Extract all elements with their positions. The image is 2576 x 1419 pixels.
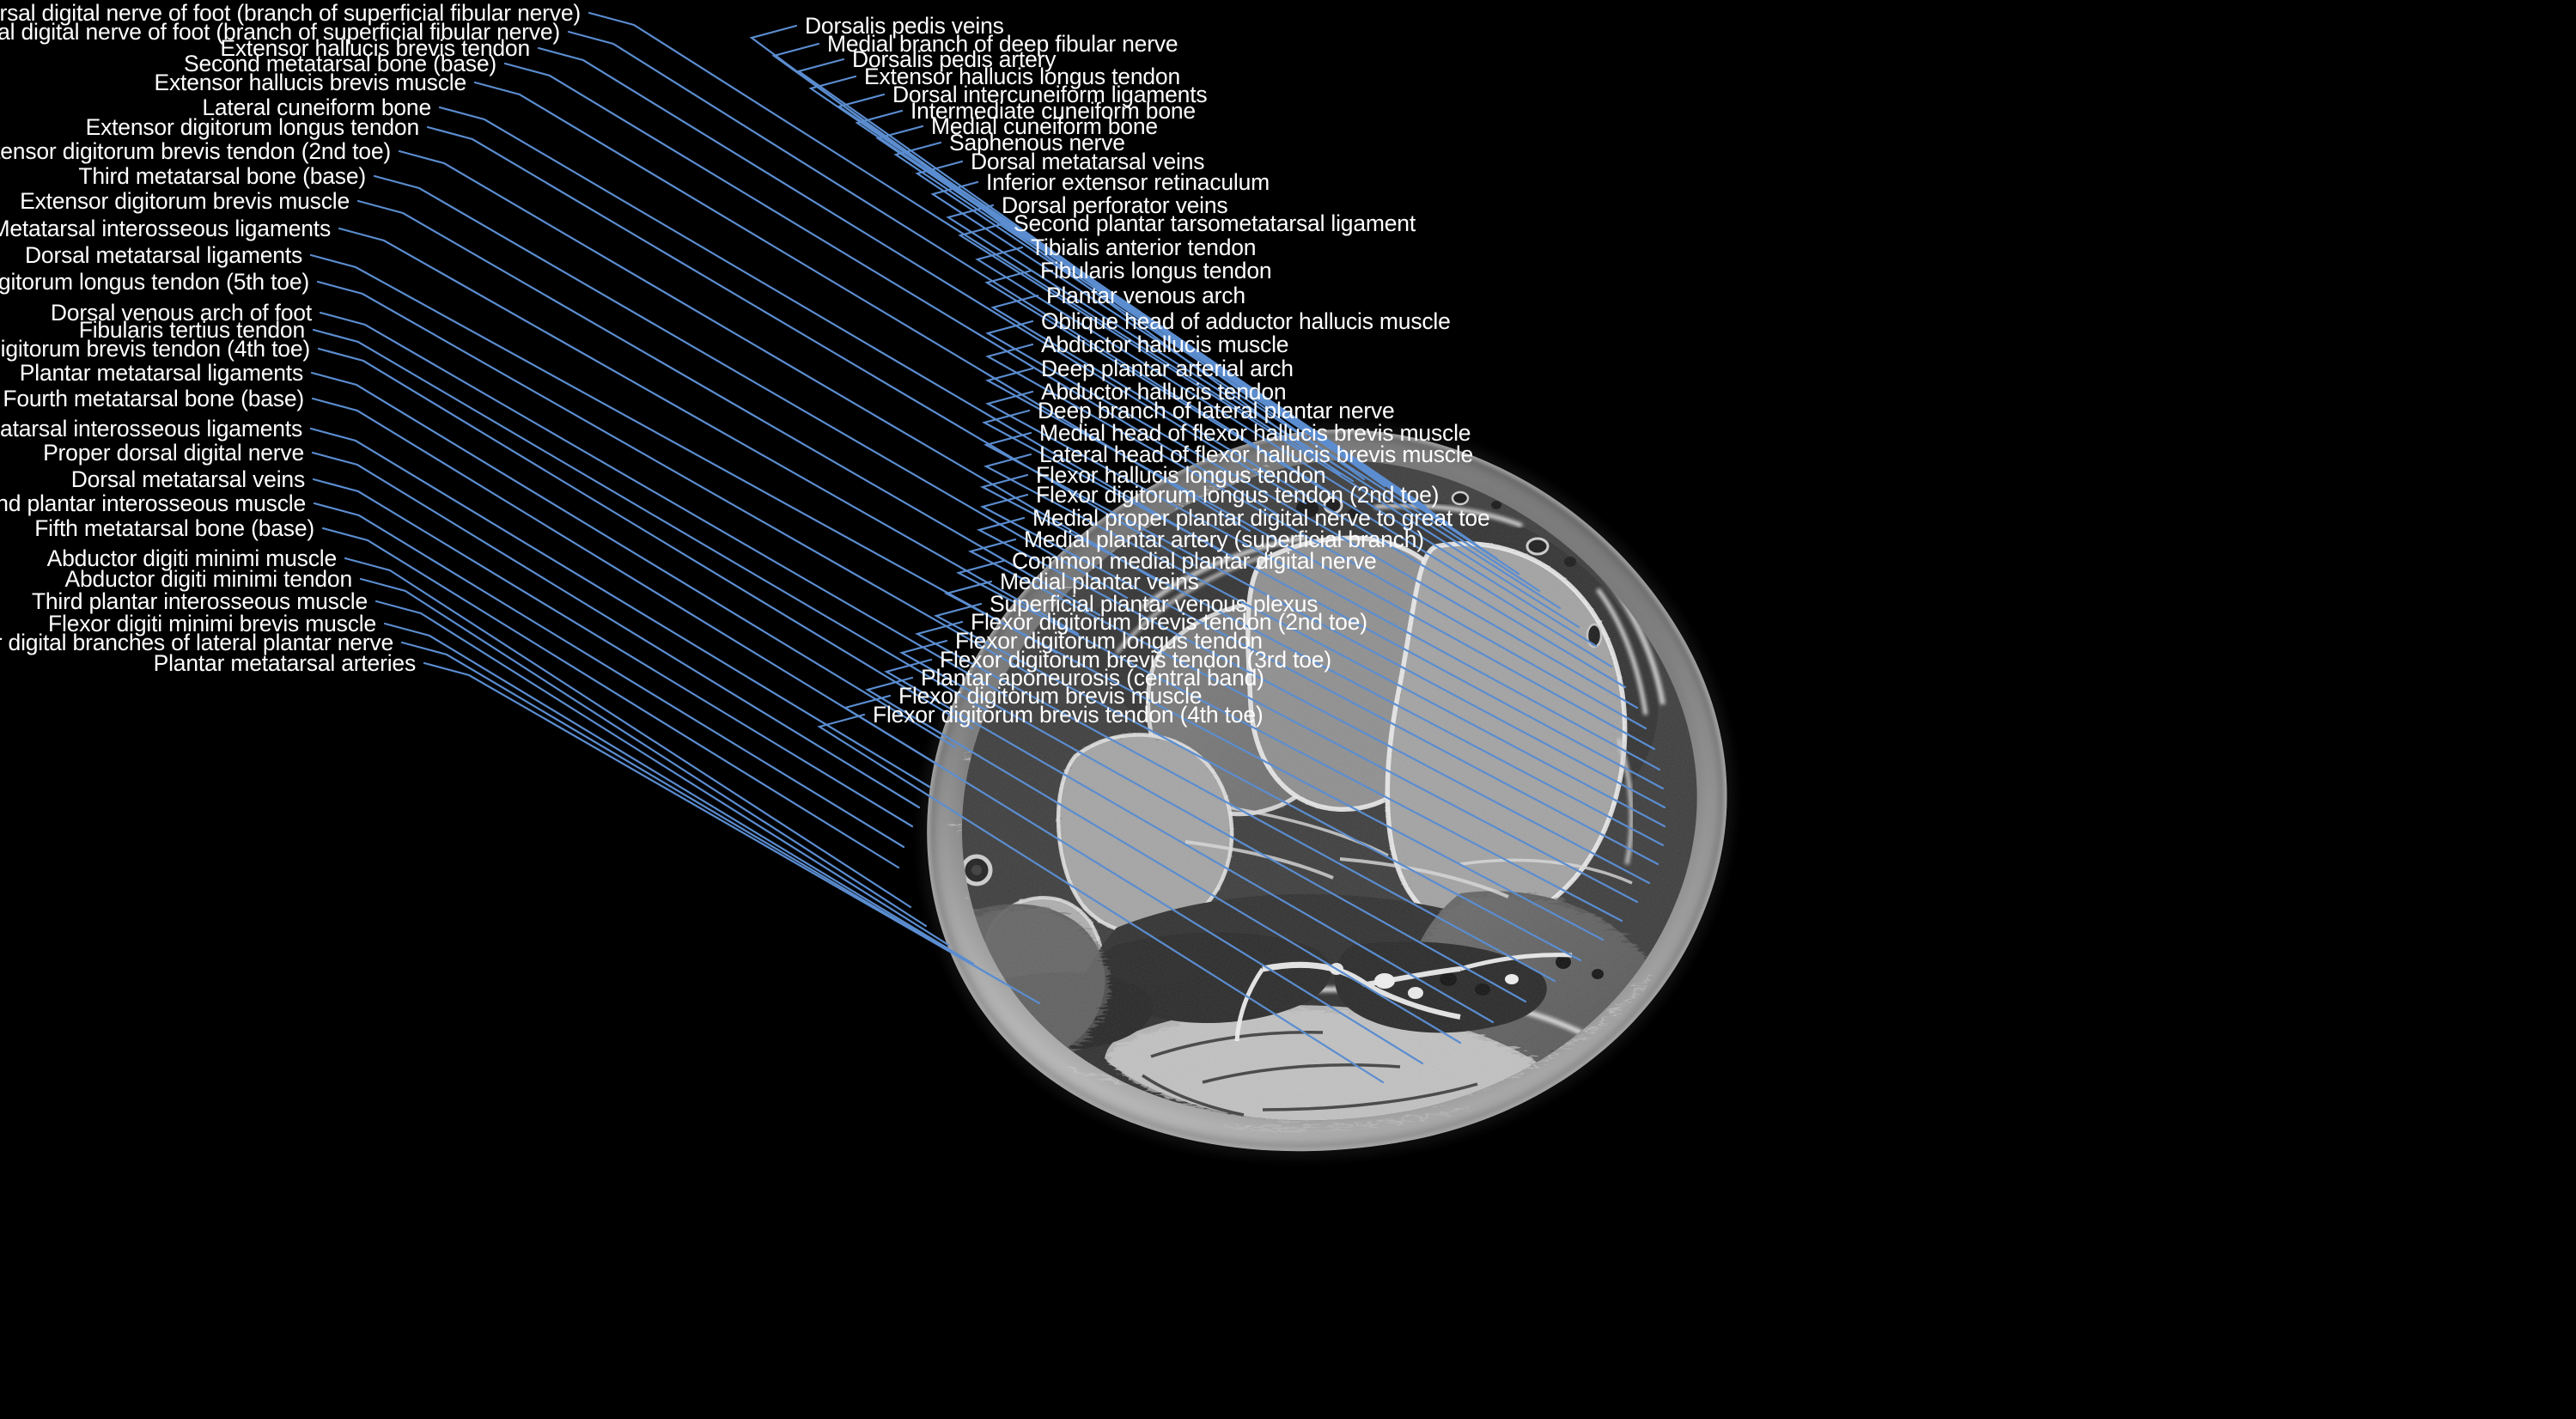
anatomy-label: Dorsal perforator veins (1002, 192, 1228, 218)
anatomy-label: Second plantar interosseous muscle (0, 490, 306, 516)
anatomy-label: Flexor digitorum brevis tendon (3rd toe) (940, 646, 1331, 673)
anatomy-label: Flexor digiti minimi brevis muscle (48, 610, 376, 636)
anatomy-label: Inferior extensor retinaculum (986, 168, 1270, 195)
anatomy-label: Saphenous nerve (949, 129, 1125, 155)
leader-line (311, 451, 921, 809)
anatomy-label: Plantar venous arch (1046, 282, 1245, 308)
anatomy-label: Tibialis anterior tendon (1031, 234, 1257, 260)
anatomy-label: Metatarsal interosseous ligaments (0, 215, 331, 241)
anatomy-label: Extensor digitorum brevis muscle (20, 187, 350, 214)
anatomy-label: Metatarsal interosseous ligaments (0, 415, 302, 442)
anatomy-label: Dorsal digital nerve of foot (branch of … (0, 0, 581, 26)
anatomy-label: Extensor digitorum brevis tendon (4th to… (0, 335, 310, 362)
anatomy-label: Flexor digitorum longus tendon (2nd toe) (1036, 481, 1440, 508)
anatomy-label: Second metatarsal bone (base) (184, 50, 496, 76)
anatomy-label: Abductor hallucis tendon (1041, 378, 1287, 405)
anatomy-label: Dorsal digital nerve of foot (branch of … (0, 18, 560, 45)
anatomy-label: Fibularis longus tendon (1040, 257, 1272, 283)
anatomy-label: Deep plantar arterial arch (1041, 355, 1294, 381)
anatomy-label: Second plantar tarsometatarsal ligament (1014, 210, 1416, 236)
anatomy-label: Abductor hallucis muscle (1041, 331, 1289, 357)
anatomy-label: Oblique head of adductor hallucis muscle (1041, 308, 1451, 334)
anatomy-label: Flexor digitorum brevis tendon (2nd toe) (971, 608, 1367, 635)
anatomy-label: Dorsal venous arch of foot (50, 299, 312, 326)
anatomy-label: Flexor hallucis longus tendon (1036, 461, 1326, 488)
anatomy-label: Dorsalis pedis artery (852, 46, 1057, 72)
anatomy-label: Flexor digitorum brevis tendon (4th toe) (873, 701, 1264, 728)
anatomy-label: Fibularis tertius tendon (78, 316, 305, 343)
anatomy-label: Medial proper plantar digital nerve to g… (1032, 504, 1490, 531)
anatomy-label: Abductor digiti minimi tendon (64, 565, 353, 592)
anatomy-label: Third plantar interosseous muscle (31, 588, 368, 614)
anatomy-label: Extensor digitorum longus tendon (85, 113, 420, 140)
anatomy-label: Deep branch of lateral plantar nerve (1038, 397, 1395, 423)
anatomy-label: Proper dorsal digital nerve (43, 439, 304, 466)
leader-line (311, 397, 942, 768)
anatomy-label: Dorsal intercuneiform ligaments (892, 81, 1208, 107)
anatomy-label: Medial cuneiform bone (931, 113, 1158, 139)
leader-line (344, 557, 912, 909)
anatomy-label: Extensor hallucis brevis tendon (220, 34, 530, 61)
anatomy-label: Extensor hallucis longus tendon (864, 63, 1180, 89)
leader-line (309, 427, 931, 789)
leader-line (321, 527, 900, 869)
anatomy-label: Common medial plantar digital nerve (1012, 547, 1377, 574)
anatomy-label: Dorsal metatarsal ligaments (24, 241, 302, 268)
leader-line (359, 577, 928, 928)
anatomy-label: Plantar metatarsal ligaments (19, 359, 303, 386)
anatomy-label: Lateral head of flexor hallucis brevis m… (1039, 441, 1474, 467)
anatomy-label: Abductor digiti minimi muscle (46, 545, 338, 571)
anatomy-label: Extensor digitorum brevis tendon (2nd to… (0, 137, 391, 164)
anatomy-label: Lateral cuneiform bone (202, 94, 431, 120)
anatomy-label: Extensor digitorum longus tendon (5th to… (0, 268, 309, 295)
anatomy-label: Intermediate cuneiform bone (910, 97, 1196, 124)
anatomy-label: Medial plantar artery (superficial branc… (1024, 526, 1424, 552)
anatomy-label: Flexor digitorum longus tendon (955, 627, 1263, 654)
anatomy-label: Dorsal metatarsal veins (70, 466, 305, 492)
anatomy-label: Medial head of flexor hallucis brevis mu… (1039, 419, 1471, 446)
anatomy-label: Common plantar digital branches of later… (0, 629, 393, 655)
anatomy-label: Medial branch of deep fibular nerve (827, 30, 1178, 57)
anatomy-label: Dorsalis pedis veins (805, 12, 1004, 39)
anatomy-label: Fourth metatarsal bone (base) (3, 385, 304, 411)
anatomy-label: Superficial plantar venous plexus (990, 590, 1318, 617)
anatomy-label: Dorsal metatarsal veins (971, 148, 1205, 174)
anatomy-label: Fifth metatarsal bone (base) (34, 515, 314, 541)
anatomy-label: Third metatarsal bone (base) (78, 162, 366, 189)
anatomy-label: Flexor digitorum brevis muscle (898, 682, 1203, 709)
anatomy-label: Plantar metatarsal arteries (153, 649, 417, 676)
anatomy-label: Plantar aponeurosis (central band) (921, 664, 1264, 691)
anatomy-label: Medial plantar veins (1000, 568, 1199, 594)
anatomy-label: Extensor hallucis brevis muscle (154, 69, 467, 95)
